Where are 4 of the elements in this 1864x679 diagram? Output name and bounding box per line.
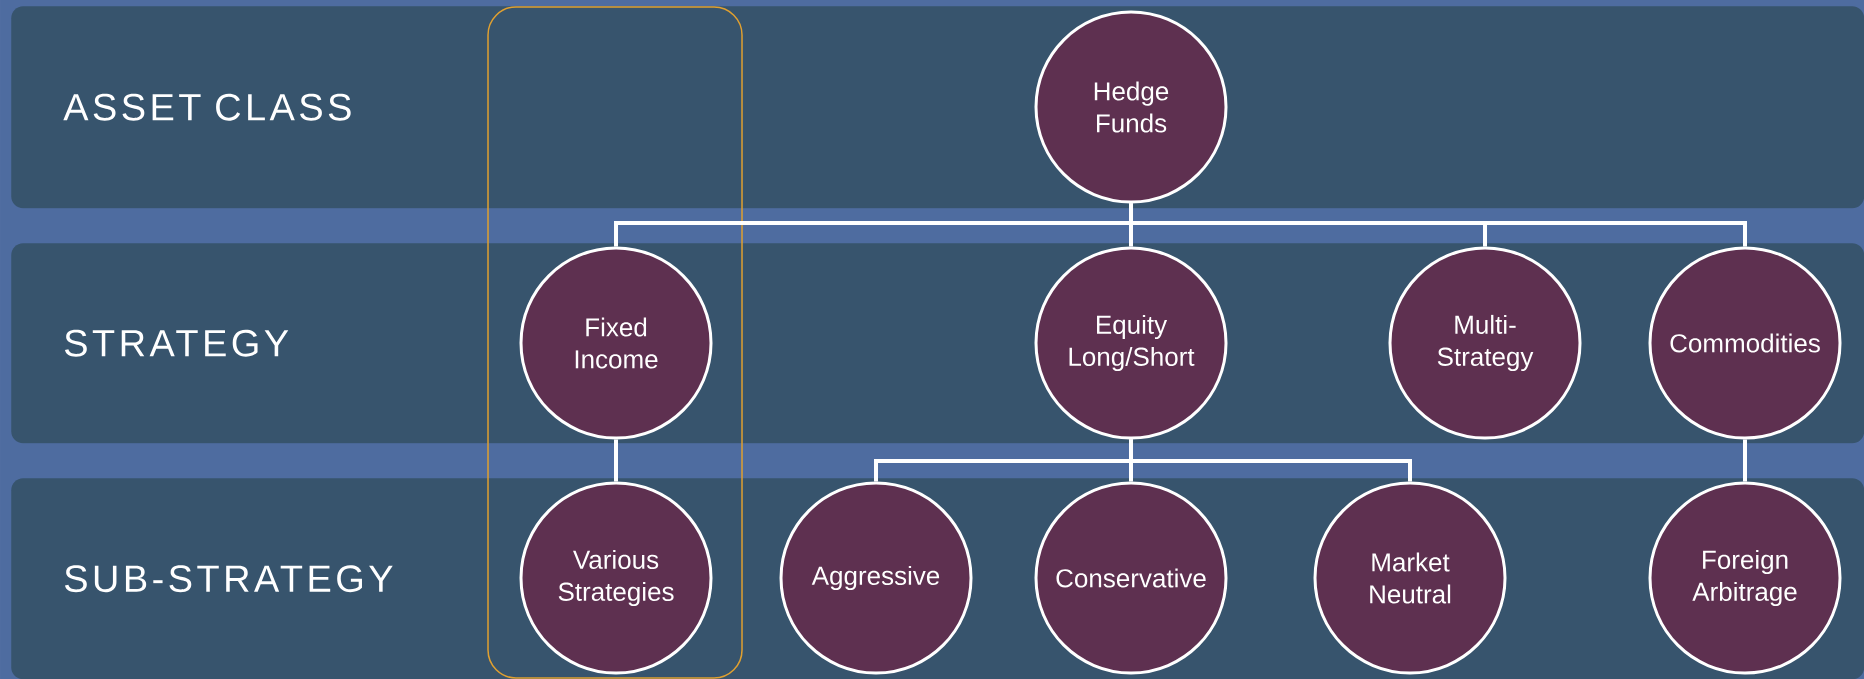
connector	[1129, 203, 1747, 247]
connector	[1743, 439, 1747, 482]
connector	[1129, 439, 1412, 482]
connector	[614, 439, 618, 482]
